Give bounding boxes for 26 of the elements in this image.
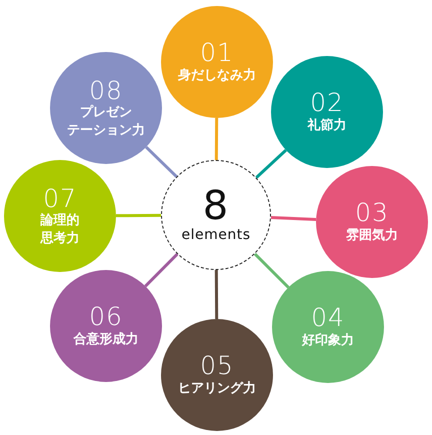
element-label: 身だしなみ力	[178, 66, 256, 85]
connector-line	[145, 146, 178, 178]
element-label: 合意形成力	[74, 330, 138, 349]
element-label: ヒアリング力	[178, 380, 256, 398]
connector-line	[270, 216, 316, 221]
element-number: 07	[43, 184, 77, 212]
connector-line	[144, 253, 178, 288]
connector-line	[254, 252, 290, 288]
connector-line	[255, 149, 287, 179]
element-number: 08	[89, 76, 123, 104]
element-label: 礼節力	[308, 116, 346, 135]
connector-line	[214, 270, 218, 320]
count-number: 8	[202, 186, 230, 226]
element-number: 04	[311, 304, 345, 332]
element-label: 雰囲気力	[346, 226, 398, 245]
element-number: 02	[310, 89, 344, 117]
element-label: プレゼンテーション力	[67, 104, 145, 140]
connector-line	[116, 214, 161, 218]
connector-line	[214, 118, 218, 160]
element-number: 01	[200, 39, 234, 67]
element-label: 論理的思考力	[40, 212, 80, 248]
center-label: elements	[181, 226, 251, 244]
element-number: 05	[200, 352, 234, 380]
element-label: 好印象力	[302, 332, 354, 350]
element-number: 03	[355, 199, 389, 227]
element-number: 06	[89, 303, 123, 331]
